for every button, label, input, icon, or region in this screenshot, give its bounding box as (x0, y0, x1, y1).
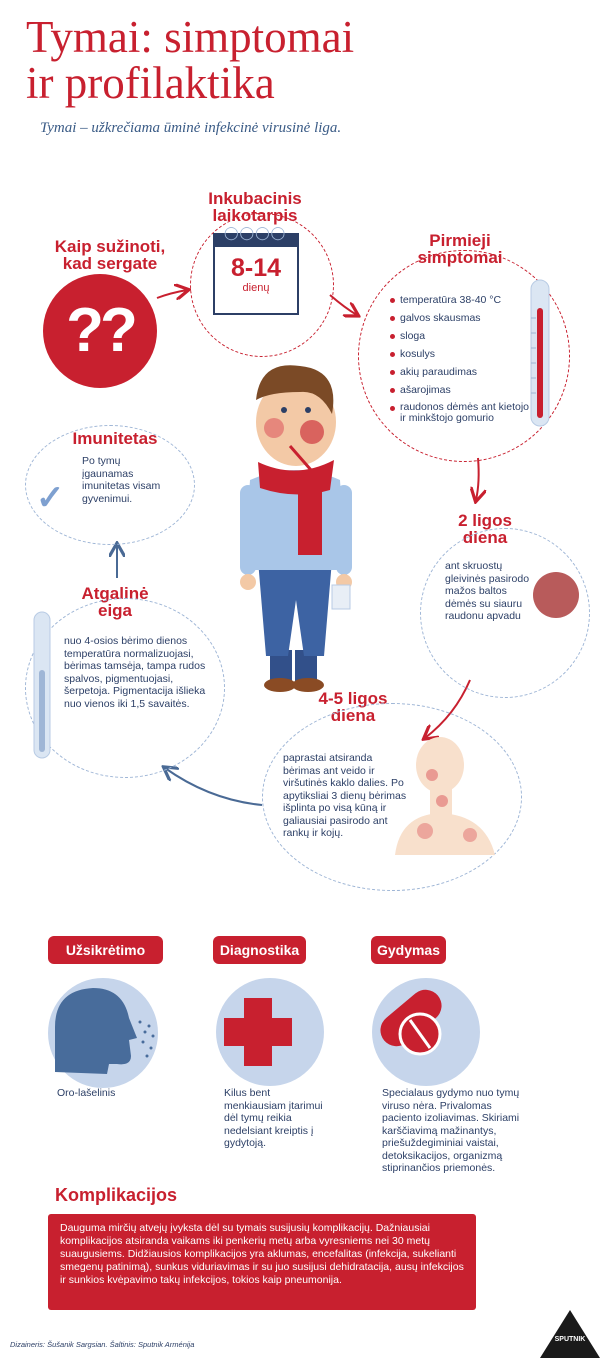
diagnostics-text: Kilus bent menkiausiam įtarimui dėl tymų… (224, 1087, 323, 1149)
thermometer-icon (33, 611, 51, 759)
how-heading: Kaip sužinoti, kad sergate (45, 238, 175, 272)
rash-body-illustration (395, 737, 495, 855)
question-icon: ?? (43, 274, 157, 388)
arrow-3 (476, 457, 479, 500)
recovery-text: nuo 4-osios bėrimo dienos temperatūra no… (64, 635, 206, 710)
first-heading-line-1: Pirmieji (429, 231, 491, 250)
recovery-heading-line-1: Atgalinė (81, 584, 149, 603)
title-line-1: Tymai: simptomai (26, 12, 355, 62)
transmission-tag: Užsikrėtimo būdai (48, 936, 163, 986)
transmission-text: Oro-lašelinis (57, 1087, 116, 1099)
sputnik-logo-text: SPUTNIK (554, 1336, 586, 1343)
symptom-item: galvos skausmas (390, 312, 530, 325)
flow-arrows (0, 0, 600, 806)
day45-heading-line-1: 4-5 ligos (318, 689, 388, 708)
thermometer-icon (530, 279, 550, 427)
day45-circle (262, 703, 522, 891)
symptom-item: kosulys (390, 348, 530, 361)
medical-cross-icon (224, 998, 292, 1066)
immunity-text: Po tymų įgaunamas imunitetas visam gyven… (82, 455, 161, 505)
footer-credits: Dizaineris: Šušanik Sargsian. Šaltinis: … (10, 1340, 195, 1349)
treatment-text: Specialaus gydymo nuo tymų viruso nėra. … (382, 1087, 520, 1174)
incubation-circle (190, 213, 334, 357)
symptom-list: temperatūra 38-40 °C galvos skausmas slo… (390, 294, 530, 429)
immunity-circle (25, 425, 195, 545)
complications-heading: Komplikacijos (55, 1185, 178, 1205)
day2-heading-line-1: 2 ligos (458, 511, 512, 530)
symptom-item: sloga (390, 330, 530, 343)
day2-text: ant skruostų gleivinės pasirodo mažos ba… (445, 560, 530, 622)
first-circle (358, 250, 570, 462)
arrow-2 (329, 294, 357, 315)
sick-man-illustration (240, 365, 352, 692)
day45-text: paprastai atsiranda bėrimas ant veido ir… (283, 752, 407, 839)
diagnostics-tag: Diagnostika (213, 936, 306, 964)
recovery-circle (25, 598, 225, 778)
pills-icon (380, 989, 442, 1056)
symptom-item: akių paraudimas (390, 366, 530, 379)
title-line-2: ir profilaktika (26, 58, 275, 108)
incubation-value: 8-14 (230, 254, 282, 282)
complications-box: Dauguma mirčių atvejų įvyksta dėl su tym… (48, 1214, 476, 1310)
incubation-heading-line-1: Inkubacinis (208, 189, 302, 208)
subtitle: Tymai – užkrečiama ūminė infekcinė virus… (40, 120, 342, 136)
sputnik-logo-shape (540, 1310, 600, 1358)
rash-spot-icon (533, 572, 579, 618)
how-heading-line-2: kad sergate (62, 254, 158, 273)
calendar-rings-icon: ◯◯◯◯ (224, 225, 287, 240)
how-heading-line-1: Kaip sužinoti, (54, 237, 166, 256)
incubation-unit: dienų (242, 282, 270, 294)
day2-circle (420, 528, 590, 698)
page-title: Tymai: simptomai ir profilaktika (26, 14, 586, 106)
check-icon: ✓ (36, 479, 65, 517)
treatment-tag: Gydymas (371, 936, 446, 964)
symptom-item: temperatūra 38-40 °C (390, 294, 530, 307)
calendar-icon: ◯◯◯◯ 8-14 dienų (213, 226, 299, 315)
symptom-item: raudonos dėmės ant kietojo ir minkštojo … (390, 402, 530, 423)
arrow-1 (156, 290, 187, 298)
head-profile-icon (55, 988, 155, 1074)
arrow-5 (165, 768, 263, 806)
symptom-item: ašarojimas (390, 384, 530, 397)
